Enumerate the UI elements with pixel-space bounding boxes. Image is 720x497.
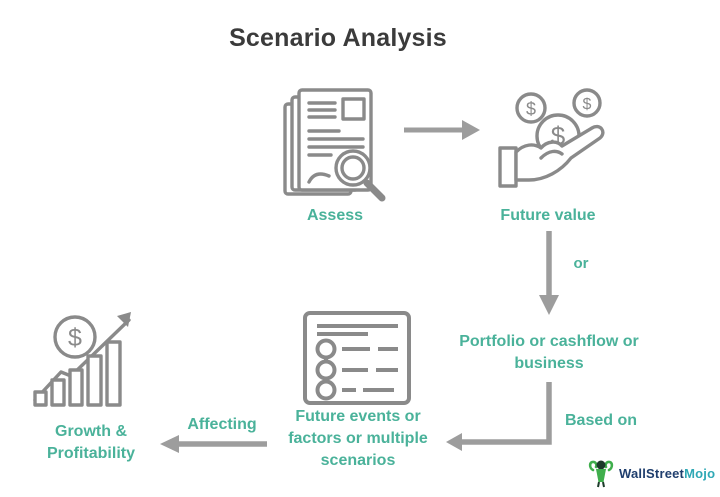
future-value-label: Future value	[500, 207, 596, 224]
logo-text-secondary: Mojo	[684, 465, 716, 481]
wallstreetmojo-mascot-icon	[588, 458, 614, 488]
page-title: Scenario Analysis	[229, 24, 447, 52]
hand-coins-icon: $ $ $	[497, 88, 609, 198]
future-events-label: Future events or factors or multiple sce…	[288, 408, 428, 470]
growth-chart-icon: $	[33, 308, 143, 410]
growth-profitability-label: Growth & Profitability	[46, 423, 135, 463]
checklist-icon	[302, 310, 412, 406]
based-on-label: Based on	[564, 412, 637, 429]
arrow-left-icon	[157, 434, 269, 454]
portfolio-label: Portfolio or cashflow or business	[459, 333, 639, 373]
affecting-label: Affecting	[187, 416, 257, 433]
or-label: or	[573, 255, 589, 272]
dollar-sign: $	[526, 99, 536, 119]
dollar-sign: $	[68, 324, 82, 352]
logo-text: WallStreetMojo	[619, 466, 715, 481]
arrow-down-icon	[538, 231, 560, 317]
documents-magnifier-icon	[281, 86, 393, 202]
logo-text-primary: WallStreet	[619, 465, 685, 481]
arrow-right-icon	[402, 119, 482, 141]
assess-label: Assess	[306, 207, 364, 224]
wallstreetmojo-logo: WallStreetMojo	[588, 458, 715, 488]
elbow-arrow-icon	[444, 379, 556, 451]
dollar-sign: $	[583, 96, 592, 113]
